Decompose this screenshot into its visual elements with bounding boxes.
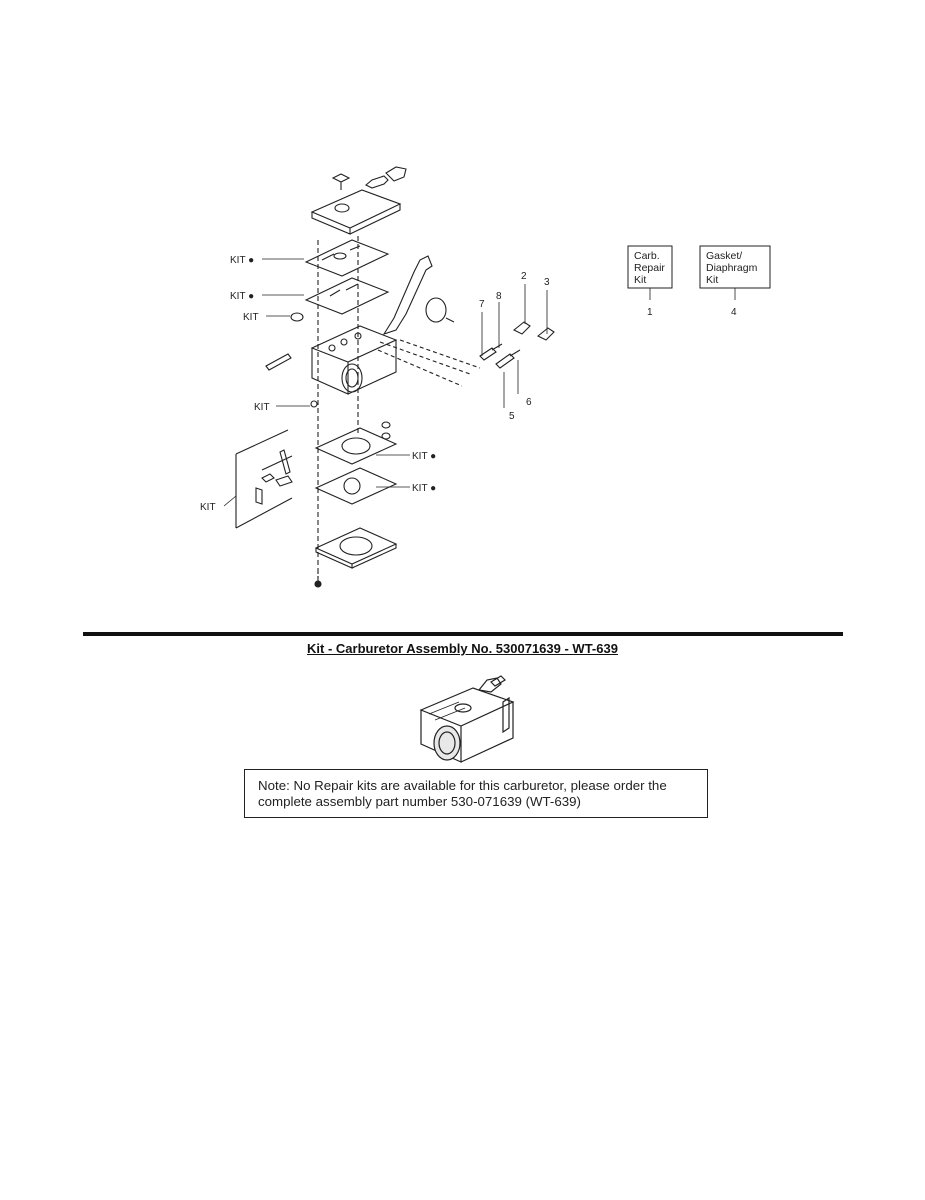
carb-repair-kit-line-1: Carb. — [634, 250, 660, 262]
carb-repair-kit-line-3: Kit — [634, 274, 646, 286]
gasket-kit-line-1: Gasket/ — [706, 250, 742, 262]
carb-repair-kit-number: 1 — [647, 307, 653, 318]
kit-callout-metering-diaphragm: KIT ● — [412, 483, 436, 494]
top-screw-part — [331, 173, 351, 190]
small-screw — [310, 400, 318, 408]
ring-part — [290, 312, 304, 322]
fitting-parts — [365, 166, 407, 189]
ref-number-3: 3 — [544, 277, 550, 288]
throttle-shaft — [382, 255, 433, 336]
kit-callout-pump-gasket: KIT ● — [230, 255, 254, 266]
metering-diaphragm — [314, 467, 398, 505]
gasket-kit-line-3: Kit — [706, 274, 718, 286]
carburetor-assembly-image — [419, 675, 515, 763]
limiter-cap-3 — [536, 327, 555, 341]
throttle-plate — [425, 297, 447, 323]
kit-callout-screw: KIT — [254, 402, 270, 413]
carburetor-exploded-diagram: Carb. Repair Kit 1 Gasket/ Diaphragm Kit… — [200, 166, 771, 588]
carburetor-body — [310, 325, 398, 395]
inlet-needle-parts — [255, 449, 293, 505]
kit-callout-metering-gasket: KIT ● — [412, 451, 436, 462]
no-repair-kit-note: Note: No Repair kits are available for t… — [244, 769, 708, 818]
ref-number-7: 7 — [479, 299, 485, 310]
ref-number-5: 5 — [509, 411, 515, 422]
kit-callout-ring: KIT — [243, 312, 259, 323]
metering-gasket — [314, 427, 398, 465]
pump-diaphragm — [304, 277, 390, 315]
gasket-kit-line-2: Diaphragm — [706, 262, 758, 274]
ref-number-2: 2 — [521, 271, 527, 282]
gasket-kit-number: 4 — [731, 307, 737, 318]
kit-callout-inlet-needle: KIT — [200, 502, 216, 513]
pump-gasket — [304, 239, 390, 277]
metering-cover — [314, 527, 398, 569]
needle-5 — [495, 349, 521, 369]
section-divider — [83, 632, 843, 636]
note-text: Note: No Repair kits are available for t… — [258, 778, 667, 809]
top-cover-plate — [310, 189, 402, 235]
ref-number-8: 8 — [496, 291, 502, 302]
pin-part — [265, 353, 292, 371]
carb-repair-kit-line-2: Repair — [634, 262, 665, 274]
limiter-cap-2 — [512, 321, 531, 335]
kit-callout-pump-diaphragm: KIT ● — [230, 291, 254, 302]
ref-number-6: 6 — [526, 397, 532, 408]
kit-section-title: Kit - Carburetor Assembly No. 530071639 … — [307, 641, 618, 656]
needle-7 — [479, 343, 503, 361]
